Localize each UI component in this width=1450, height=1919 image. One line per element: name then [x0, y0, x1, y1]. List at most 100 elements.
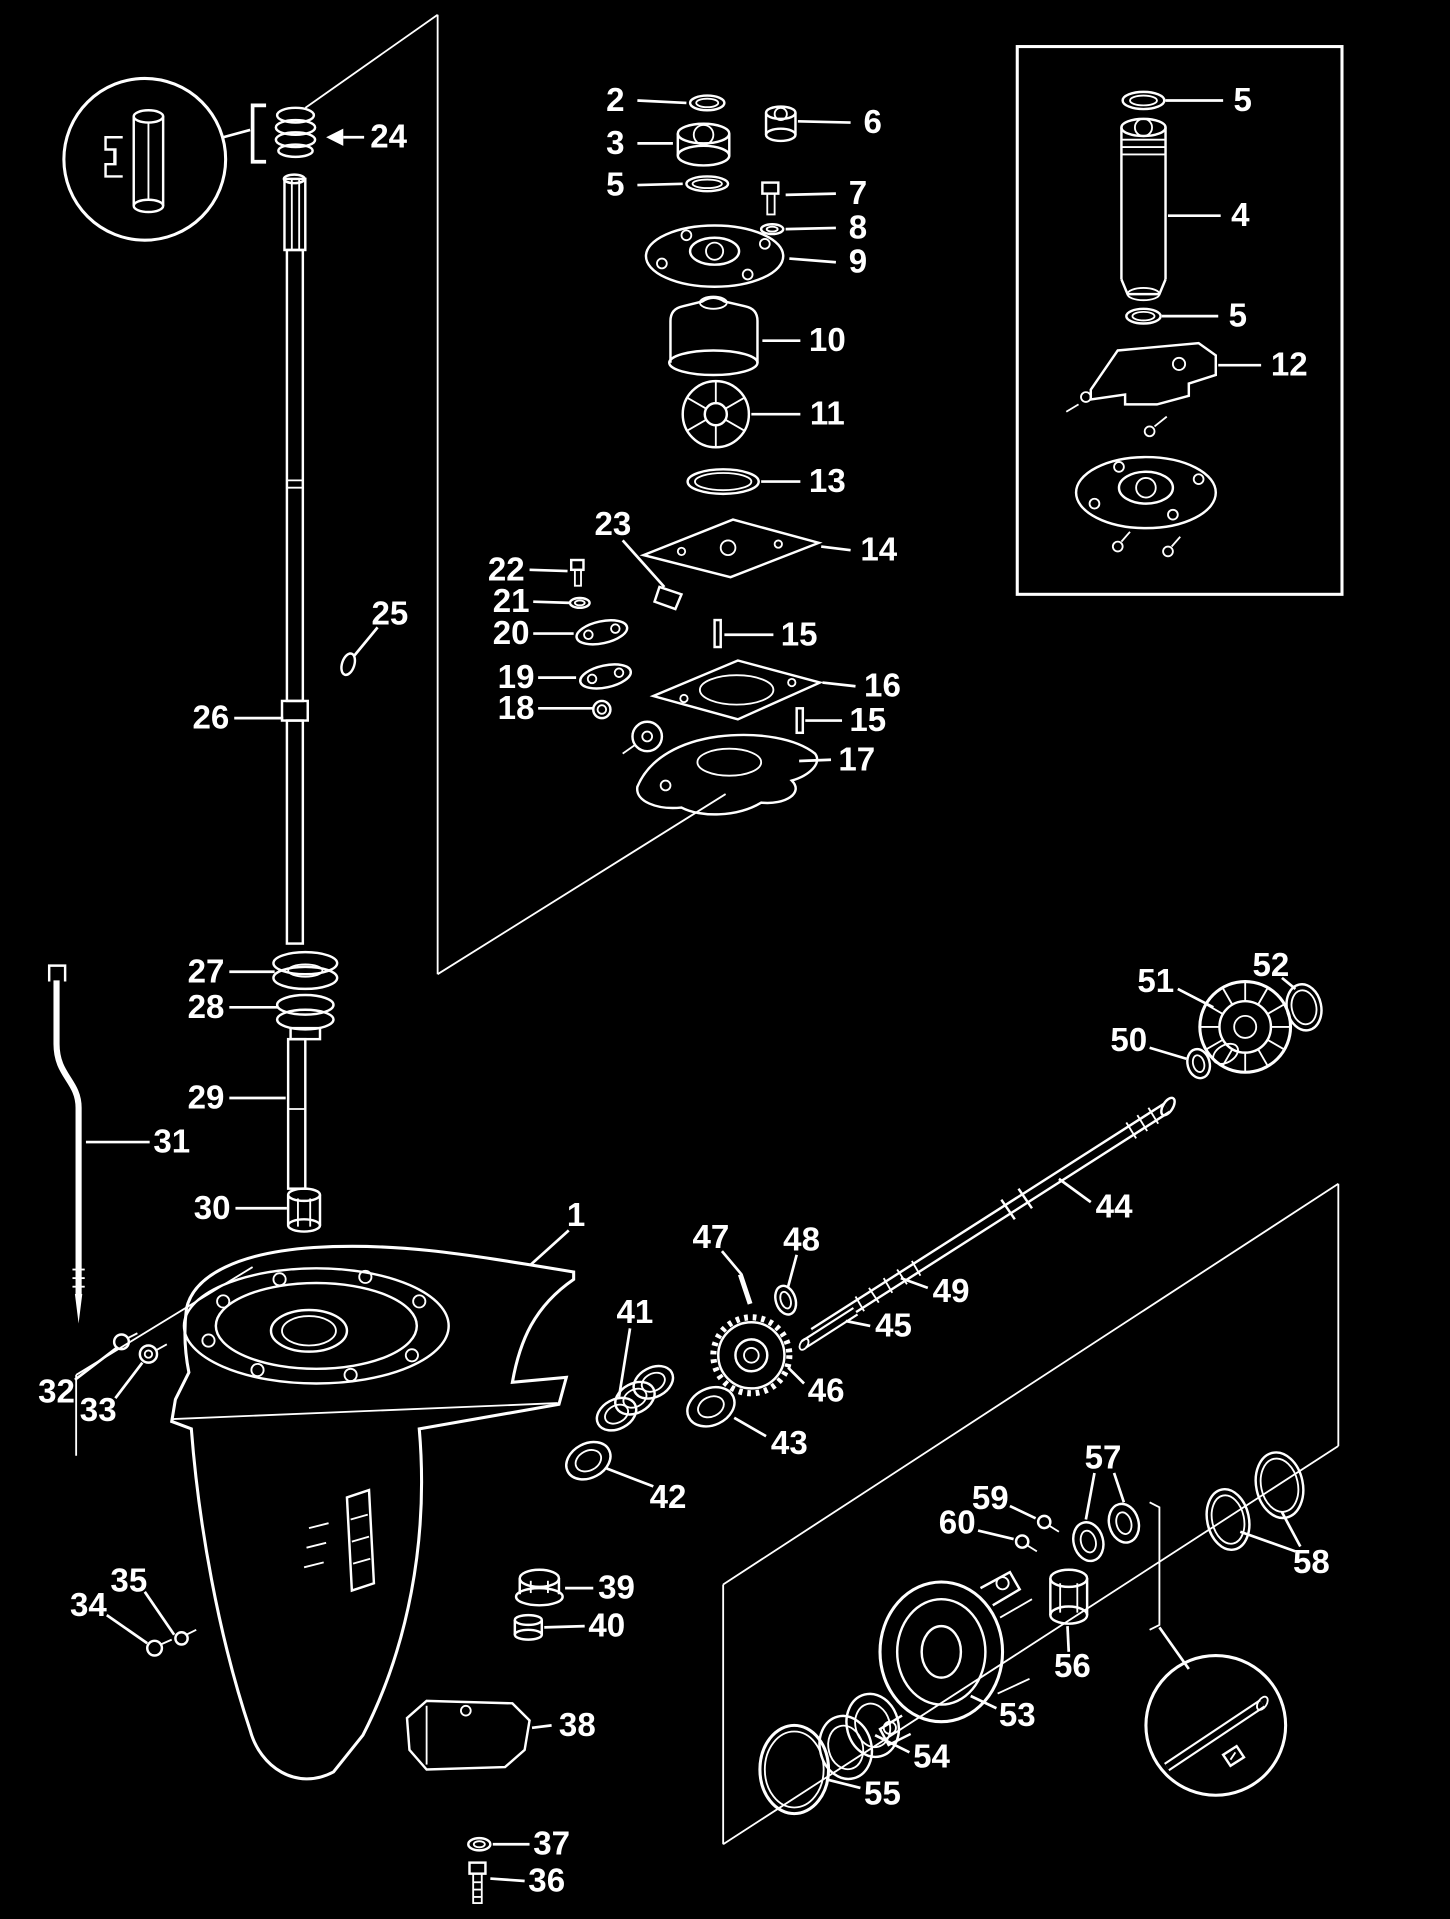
callout-35: 35	[110, 1562, 147, 1599]
callout-28: 28	[188, 989, 225, 1026]
callout-27: 27	[188, 953, 225, 990]
callout-30: 30	[194, 1190, 231, 1227]
dowel-pin-lower	[795, 707, 805, 735]
callout-32: 32	[38, 1374, 75, 1411]
callout-25: 25	[371, 595, 408, 632]
leader-line	[845, 1319, 871, 1328]
callout-48: 48	[783, 1222, 820, 1259]
outer-plate	[639, 518, 823, 579]
carrier-orings	[1205, 1451, 1305, 1552]
leader-line	[970, 1694, 998, 1710]
callout-38: 38	[559, 1707, 596, 1744]
tube-oring-top	[1121, 90, 1166, 111]
dowel-pin-upper	[713, 618, 722, 649]
leader-line	[1149, 1046, 1187, 1061]
clutch-dog	[686, 1385, 736, 1428]
callout-34: 34	[70, 1587, 107, 1624]
callout-40: 40	[588, 1608, 625, 1645]
leader-line	[874, 1733, 911, 1754]
pump-bolt	[761, 181, 780, 216]
leader-line	[222, 128, 251, 139]
leader-line	[1084, 1472, 1096, 1520]
leader-line	[799, 758, 832, 763]
callout-17: 17	[838, 741, 875, 778]
leader-line	[1281, 976, 1297, 990]
callout-36: 36	[528, 1863, 565, 1900]
callout-52: 52	[1253, 947, 1290, 984]
leader-lines	[74, 99, 1302, 1883]
leader-line	[1009, 1504, 1037, 1520]
leader-line	[74, 1346, 118, 1381]
callout-20: 20	[493, 615, 530, 652]
leader-line	[900, 1276, 929, 1290]
detail-inset-bottom-right	[1144, 1654, 1288, 1797]
pump-washer	[759, 223, 785, 236]
callout-37: 37	[533, 1826, 570, 1863]
thrust-washer-large	[565, 1440, 612, 1481]
callout-57: 57	[1085, 1440, 1122, 1477]
callout-6: 6	[863, 104, 881, 141]
leader-line	[1158, 1626, 1190, 1670]
callout-31: 31	[153, 1124, 190, 1161]
drain-bolt	[468, 1861, 487, 1904]
leader-line	[1280, 1511, 1302, 1548]
callout-43: 43	[771, 1425, 808, 1462]
leader-line	[825, 1777, 861, 1790]
trim-tab	[405, 1699, 531, 1771]
callout-15: 15	[781, 616, 818, 653]
leader-line	[797, 119, 851, 124]
forward-gear	[710, 1314, 793, 1397]
bushing	[764, 105, 797, 143]
leader-line	[353, 626, 379, 657]
clip-detail	[104, 136, 123, 178]
callout-33: 33	[80, 1392, 117, 1429]
pin-detail	[132, 109, 165, 214]
carrier-bearings	[1072, 1502, 1141, 1563]
leader-line	[720, 1250, 743, 1276]
housing-screws-lower	[145, 1628, 197, 1657]
callout-8: 8	[849, 209, 867, 246]
callout-58: 58	[1293, 1544, 1330, 1581]
pump-base-inset	[1074, 455, 1218, 558]
callout-44: 44	[1096, 1189, 1133, 1226]
callout-11: 11	[810, 396, 845, 433]
prop-nut	[514, 1568, 564, 1607]
callout-18: 18	[498, 690, 535, 727]
callout-14: 14	[860, 532, 897, 569]
callout-5: 5	[1229, 298, 1247, 335]
leader-line	[1112, 1472, 1126, 1503]
anode-plate-lower	[579, 663, 633, 690]
leader-line	[1058, 1177, 1092, 1204]
prop-shaft-assembly	[810, 1096, 1176, 1339]
oring-mid	[685, 175, 730, 193]
leader-line	[529, 1229, 570, 1266]
shaft-sleeve	[798, 1307, 859, 1351]
callout-50: 50	[1110, 1022, 1147, 1059]
leader-line	[533, 600, 571, 605]
callout-39: 39	[598, 1570, 635, 1607]
callout-21: 21	[493, 583, 530, 620]
thrust-hub	[1049, 1568, 1089, 1625]
leader-line	[787, 1366, 805, 1385]
pump-housing-cup	[668, 295, 759, 377]
callout-56: 56	[1054, 1648, 1091, 1685]
water-tube-inset	[1015, 45, 1344, 596]
callout-45: 45	[875, 1307, 912, 1344]
tube-oring-bottom	[1125, 307, 1162, 325]
callout-49: 49	[933, 1273, 970, 1310]
leader-line	[1239, 1530, 1296, 1553]
leader-line	[789, 257, 837, 264]
arrowhead	[326, 128, 344, 146]
callout-19: 19	[498, 659, 535, 696]
callout-41: 41	[617, 1294, 654, 1331]
driveshaft-sleeve	[286, 1187, 322, 1233]
carrier-oring	[758, 1723, 831, 1816]
callout-2: 2	[606, 82, 624, 119]
gasket-ring	[686, 468, 760, 496]
callout-29: 29	[188, 1079, 225, 1116]
anode-plate-upper	[575, 619, 629, 646]
gear-housing	[170, 1244, 576, 1781]
callout-9: 9	[849, 244, 867, 281]
callout-22: 22	[488, 551, 525, 588]
